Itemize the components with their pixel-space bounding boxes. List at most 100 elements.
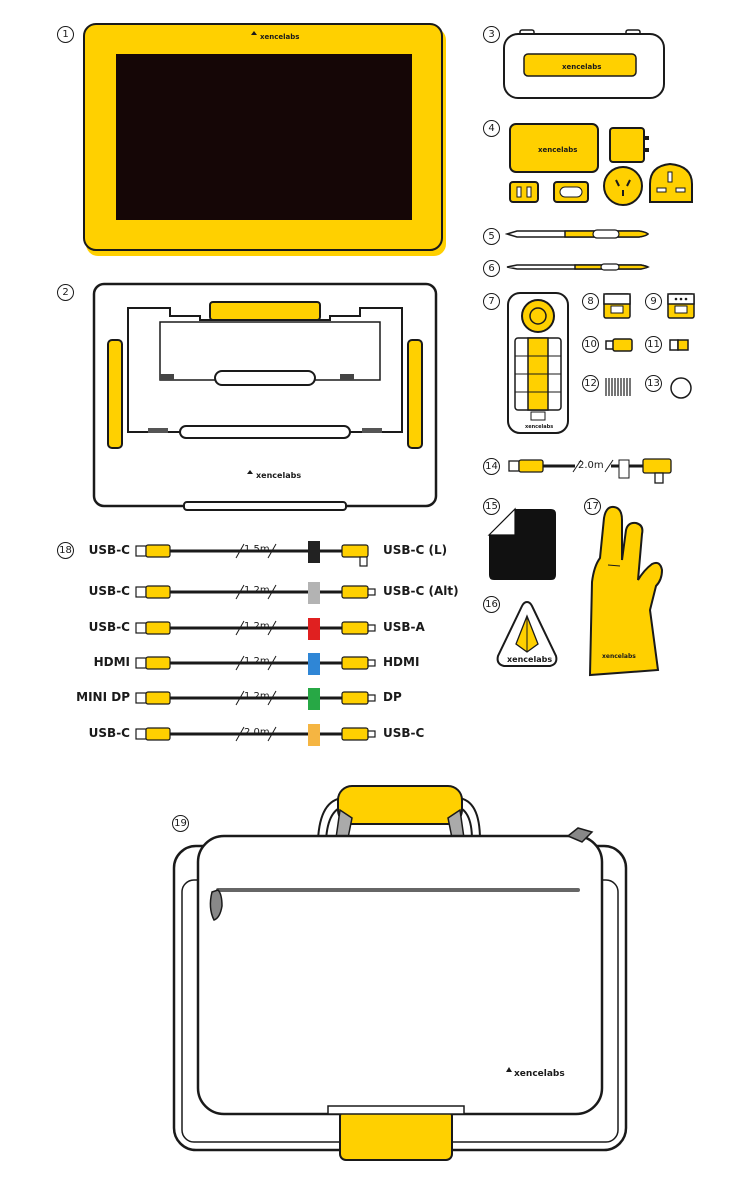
cable-1-slash-right: [267, 584, 277, 600]
cable-2-right-label: USB-A: [383, 620, 425, 634]
cable-4-right-connector: [341, 691, 369, 705]
cable-2-slash-left: [235, 620, 245, 636]
marker-3: 3: [483, 26, 500, 43]
cable-4-left-label: MINI DP: [76, 690, 130, 704]
marker-12: 12: [582, 375, 599, 392]
cleaning-cloth-illustration: [487, 507, 556, 580]
cable-0-slash-right: [267, 543, 277, 559]
cable-5-right-connector: [341, 727, 369, 741]
cable-3-slash-right: [267, 655, 277, 671]
carry-case-illustration: xencelabs: [503, 29, 665, 99]
cable-4-right-label: DP: [383, 690, 402, 704]
cable-2-left-plug: [135, 622, 147, 634]
cable-4-slash-right: [267, 690, 277, 706]
cable-3-left-connector: [145, 656, 171, 670]
cable-4-slash-left: [235, 690, 245, 706]
cable-1-slash-left: [235, 584, 245, 600]
marker-7: 7: [483, 293, 500, 310]
marker-18: 18: [57, 542, 74, 559]
pen-display-logo: xencelabs: [260, 33, 299, 41]
dongle-holder-a-illustration: [603, 293, 631, 319]
usb-receiver-illustration: [605, 338, 633, 352]
cable-3-right-label: HDMI: [383, 655, 420, 669]
cable-1-right-connector: [341, 585, 369, 599]
cable-2-color-band: [308, 618, 320, 640]
nib-ring-illustration: [670, 377, 692, 399]
marker-9: 9: [645, 293, 662, 310]
cable-0-left-label: USB-C: [88, 543, 130, 557]
cable-5-slash-left: [235, 726, 245, 742]
cable-5-left-plug: [135, 728, 147, 740]
sticker-logo: xencelabs: [507, 655, 552, 664]
cable-3-left-label: HDMI: [93, 655, 130, 669]
cable-5-color-band: [308, 724, 320, 746]
cable-0-left-connector: [145, 544, 171, 558]
glove-logo: xencelabs: [602, 653, 636, 660]
cable-2-right-connector: [341, 621, 369, 635]
marker-16: 16: [483, 596, 500, 613]
cable-4-color-band: [308, 688, 320, 710]
cable-3-slash-left: [235, 655, 245, 671]
cable-1-right-plug: [367, 588, 376, 596]
marker-19: 19: [172, 815, 189, 832]
pen-thick-illustration: [505, 229, 650, 239]
cable-0-right-connector: [341, 544, 369, 558]
cable-2-left-label: USB-C: [88, 620, 130, 634]
bag-logo: xencelabs: [514, 1069, 565, 1079]
cable-4-left-connector: [145, 691, 171, 705]
cable-list-drawing: [135, 541, 376, 746]
travel-bag-illustration: xencelabs: [172, 785, 628, 1161]
pen-nibs-illustration: [605, 378, 631, 396]
case-logo: xencelabs: [562, 63, 601, 71]
cable-5-left-connector: [145, 727, 171, 741]
stand-illustration: xencelabs: [92, 282, 438, 511]
adapter-logo: xencelabs: [538, 146, 577, 154]
marker-17: 17: [584, 498, 601, 515]
cable-4-left-plug: [135, 692, 147, 704]
cable-5-slash-right: [267, 726, 277, 742]
usb-cable-14-illustration: [508, 458, 672, 484]
cable-1-left-connector: [145, 585, 171, 599]
cable-1-left-label: USB-C: [88, 584, 130, 598]
cable-0-right-plug: [359, 556, 368, 567]
cable-5-right-label: USB-C: [383, 726, 425, 740]
cable-0-right-label: USB-C (L): [383, 543, 448, 557]
power-adapter-illustration: xencelabs: [509, 123, 693, 206]
cable-3-color-band: [308, 653, 320, 675]
cable-1-color-band: [308, 582, 320, 604]
marker-5: 5: [483, 228, 500, 245]
marker-1: 1: [57, 26, 74, 43]
marker-14: 14: [483, 458, 500, 475]
mini-receiver-illustration: [669, 339, 689, 351]
quick-keys-remote-illustration: xencelabs: [507, 292, 569, 434]
marker-8: 8: [582, 293, 599, 310]
cable-3-right-connector: [341, 656, 369, 670]
cable-4-right-plug: [367, 694, 376, 702]
cable-1-left-plug: [135, 586, 147, 598]
marker-10: 10: [582, 336, 599, 353]
pen-thin-illustration: [506, 263, 650, 271]
cable-0-left-plug: [135, 545, 147, 557]
dongle-holder-b-illustration: [667, 293, 695, 319]
stand-logo: xencelabs: [256, 471, 301, 480]
cable-3-left-plug: [135, 657, 147, 669]
remote-logo: xencelabs: [525, 424, 553, 430]
marker-11: 11: [645, 336, 662, 353]
cable-0-slash-left: [235, 543, 245, 559]
marker-13: 13: [645, 375, 662, 392]
marker-6: 6: [483, 260, 500, 277]
cable-2-left-connector: [145, 621, 171, 635]
pen-display-illustration: xencelabs: [83, 23, 446, 256]
cable-5-left-label: USB-C: [88, 726, 130, 740]
logo-sticker-illustration: xencelabs: [496, 600, 558, 667]
cable-2-slash-right: [267, 620, 277, 636]
marker-15: 15: [483, 498, 500, 515]
marker-4: 4: [483, 120, 500, 137]
marker-2: 2: [57, 284, 74, 301]
cable-5-right-plug: [367, 730, 376, 738]
drawing-glove-illustration: xencelabs: [588, 505, 664, 677]
cable-1-right-label: USB-C (Alt): [383, 584, 459, 598]
cable-3-right-plug: [367, 659, 376, 667]
cable-2-right-plug: [367, 624, 376, 632]
cable-14-length: 2.0m: [578, 460, 604, 471]
